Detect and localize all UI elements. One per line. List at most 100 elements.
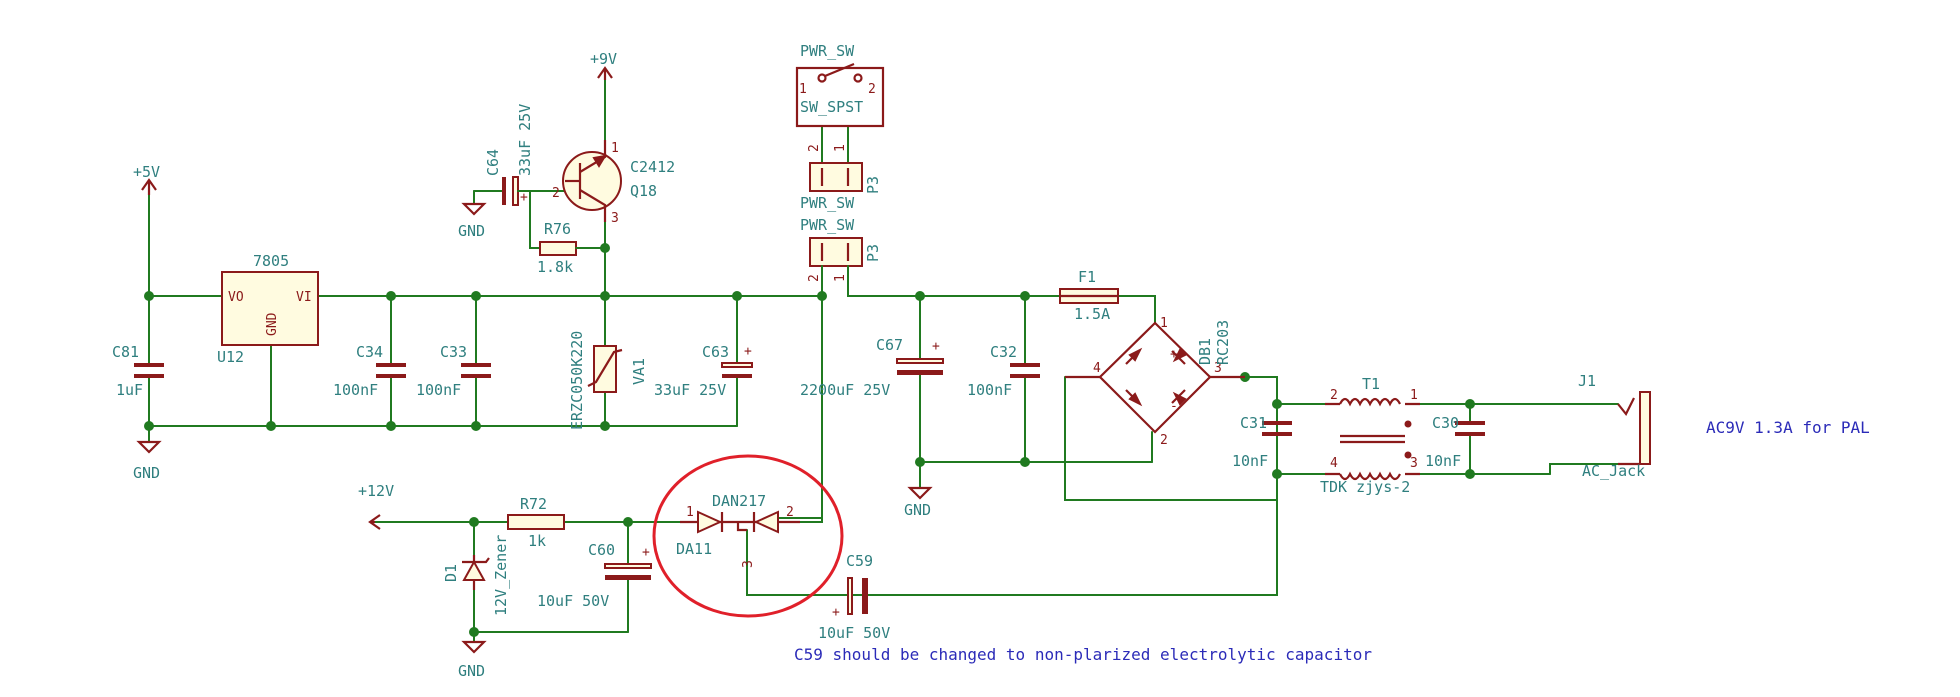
f1-value: 1.5A	[1074, 305, 1110, 323]
sw-type: SW_SPST	[800, 98, 863, 116]
da11-ref: DA11	[676, 540, 712, 558]
c63-ref: C63	[702, 343, 729, 361]
u12-gnd-pin: GND	[265, 312, 280, 336]
c64-ref: C64	[484, 149, 502, 176]
c33-value: 100nF	[416, 381, 461, 399]
c32-value: 100nF	[967, 381, 1012, 399]
c30-capacitor: C30 10nF	[1425, 412, 1485, 470]
c34-value: 100nF	[333, 381, 378, 399]
db1-bridge-rectifier: + - 1 4 3 2 DB1 RC203	[1065, 316, 1245, 448]
t1-pin2: 2	[1330, 388, 1338, 403]
plus9v-symbol: +9V	[590, 50, 617, 80]
t1-common-mode-choke: 2 1 4 3 T1 TDK zjys-2	[1320, 375, 1420, 496]
f1-ref: F1	[1078, 268, 1096, 286]
u12-regulator: 7805 U12 VO VI GND	[217, 252, 319, 366]
c59-ref: C59	[846, 552, 873, 570]
va1-ref: VA1	[630, 358, 648, 385]
r76-value: 1.8k	[537, 258, 573, 276]
c30-value: 10nF	[1425, 452, 1461, 470]
u12-ref: U12	[217, 348, 244, 366]
c33-capacitor: C33 100nF	[416, 343, 491, 399]
gnd-label-c67: GND	[904, 501, 931, 519]
c33-ref: C33	[440, 343, 467, 361]
gnd-symbol-c67: GND	[904, 486, 933, 519]
q18-transistor: 2 1 3 C2412 Q18	[552, 140, 675, 226]
t1-value: TDK zjys-2	[1320, 478, 1410, 496]
c32-capacitor: C32 100nF	[967, 343, 1040, 399]
c34-capacitor: C34 100nF	[333, 343, 406, 399]
j1-ac-jack: J1 AC_Jack	[1578, 372, 1651, 480]
j1-value: AC_Jack	[1582, 462, 1645, 480]
gnd-symbol-c64: GND	[458, 202, 487, 240]
t1-pin4: 4	[1330, 456, 1338, 471]
j1-ref: J1	[1578, 372, 1596, 390]
c60-value: 10uF 50V	[537, 592, 609, 610]
r72-resistor: R72 1k	[507, 495, 565, 550]
p3-connector-upper: 2 1 P3 PWR_SW	[800, 144, 882, 212]
va1-value: ERZC050K220	[568, 331, 586, 430]
plus5v-label: +5V	[133, 163, 160, 181]
db1-pin3: 3	[1214, 361, 1222, 376]
da11-pin2: 2	[786, 505, 794, 520]
plus12v-label: +12V	[358, 482, 394, 500]
t1-pin1: 1	[1410, 388, 1418, 403]
q18-name: C2412	[630, 158, 675, 176]
junctions	[144, 243, 1475, 637]
c59-capacitor: + C59 10uF 50V	[818, 552, 890, 642]
highlight-ellipse	[652, 454, 844, 618]
p3b-pin1: 1	[833, 274, 848, 282]
u12-vo-pin: VO	[228, 290, 244, 305]
r72-ref: R72	[520, 495, 547, 513]
db1-pin2: 2	[1160, 433, 1168, 448]
gnd-symbol-c81: GND	[133, 440, 162, 482]
c60-ref: C60	[588, 541, 615, 559]
gnd-label-c64: GND	[458, 222, 485, 240]
c67-ref: C67	[876, 336, 903, 354]
q18-pin-c: 3	[611, 211, 619, 226]
c81-ref: C81	[112, 343, 139, 361]
c31-ref: C31	[1240, 414, 1267, 432]
p3a-ref: P3	[864, 176, 882, 194]
db1-pin1: 1	[1160, 316, 1168, 331]
db1-pin4: 4	[1093, 361, 1101, 376]
da11-name: DAN217	[712, 492, 766, 510]
c64-value: 33uF 25V	[516, 104, 534, 176]
va1-varistor: ERZC050K220 VA1	[568, 331, 648, 430]
c63-plus: +	[744, 344, 752, 359]
c67-value: 2200uF 25V	[800, 381, 890, 399]
gnd-label-d1: GND	[458, 662, 485, 680]
c67-capacitor: + C67 2200uF 25V	[800, 336, 944, 399]
u12-name: 7805	[253, 252, 289, 270]
plus9v-label: +9V	[590, 50, 617, 68]
db1-minus: -	[1170, 399, 1178, 414]
d1-value: 12V_Zener	[492, 535, 510, 616]
r72-value: 1k	[528, 532, 546, 550]
c30-ref: C30	[1432, 414, 1459, 432]
c31-capacitor: C31 10nF	[1232, 412, 1292, 470]
d1-ref: D1	[442, 564, 460, 582]
c60-capacitor: + C60 10uF 50V	[537, 541, 652, 610]
r76-resistor: R76 1.8k	[537, 220, 606, 276]
wires	[148, 79, 1619, 643]
c59-change-note: C59 should be changed to non-plarized el…	[794, 645, 1372, 664]
d1-zener-diode: D1 12V_Zener	[442, 535, 510, 616]
f1-fuse: F1 1.5A	[1059, 268, 1119, 323]
t1-ref: T1	[1362, 375, 1380, 393]
c59-value: 10uF 50V	[818, 624, 890, 642]
c81-value: 1uF	[116, 381, 143, 399]
ac-input-note: AC9V 1.3A for PAL	[1706, 418, 1870, 437]
da11-pin3: 3	[741, 560, 756, 568]
c60-plus: +	[642, 545, 650, 560]
r76-ref: R76	[544, 220, 571, 238]
da11-dual-diode: 1 2 3 DAN217 DA11	[676, 492, 800, 568]
da11-pin1: 1	[686, 505, 694, 520]
db1-ref: DB1	[1196, 338, 1214, 365]
gnd-label-c81: GND	[133, 464, 160, 482]
c67-plus: +	[932, 339, 940, 354]
c34-ref: C34	[356, 343, 383, 361]
c64-capacitor: + C64 33uF 25V	[484, 104, 534, 206]
p3b-ref: P3	[864, 244, 882, 262]
c64-plus: +	[520, 190, 528, 205]
c59-plus: +	[832, 605, 840, 620]
